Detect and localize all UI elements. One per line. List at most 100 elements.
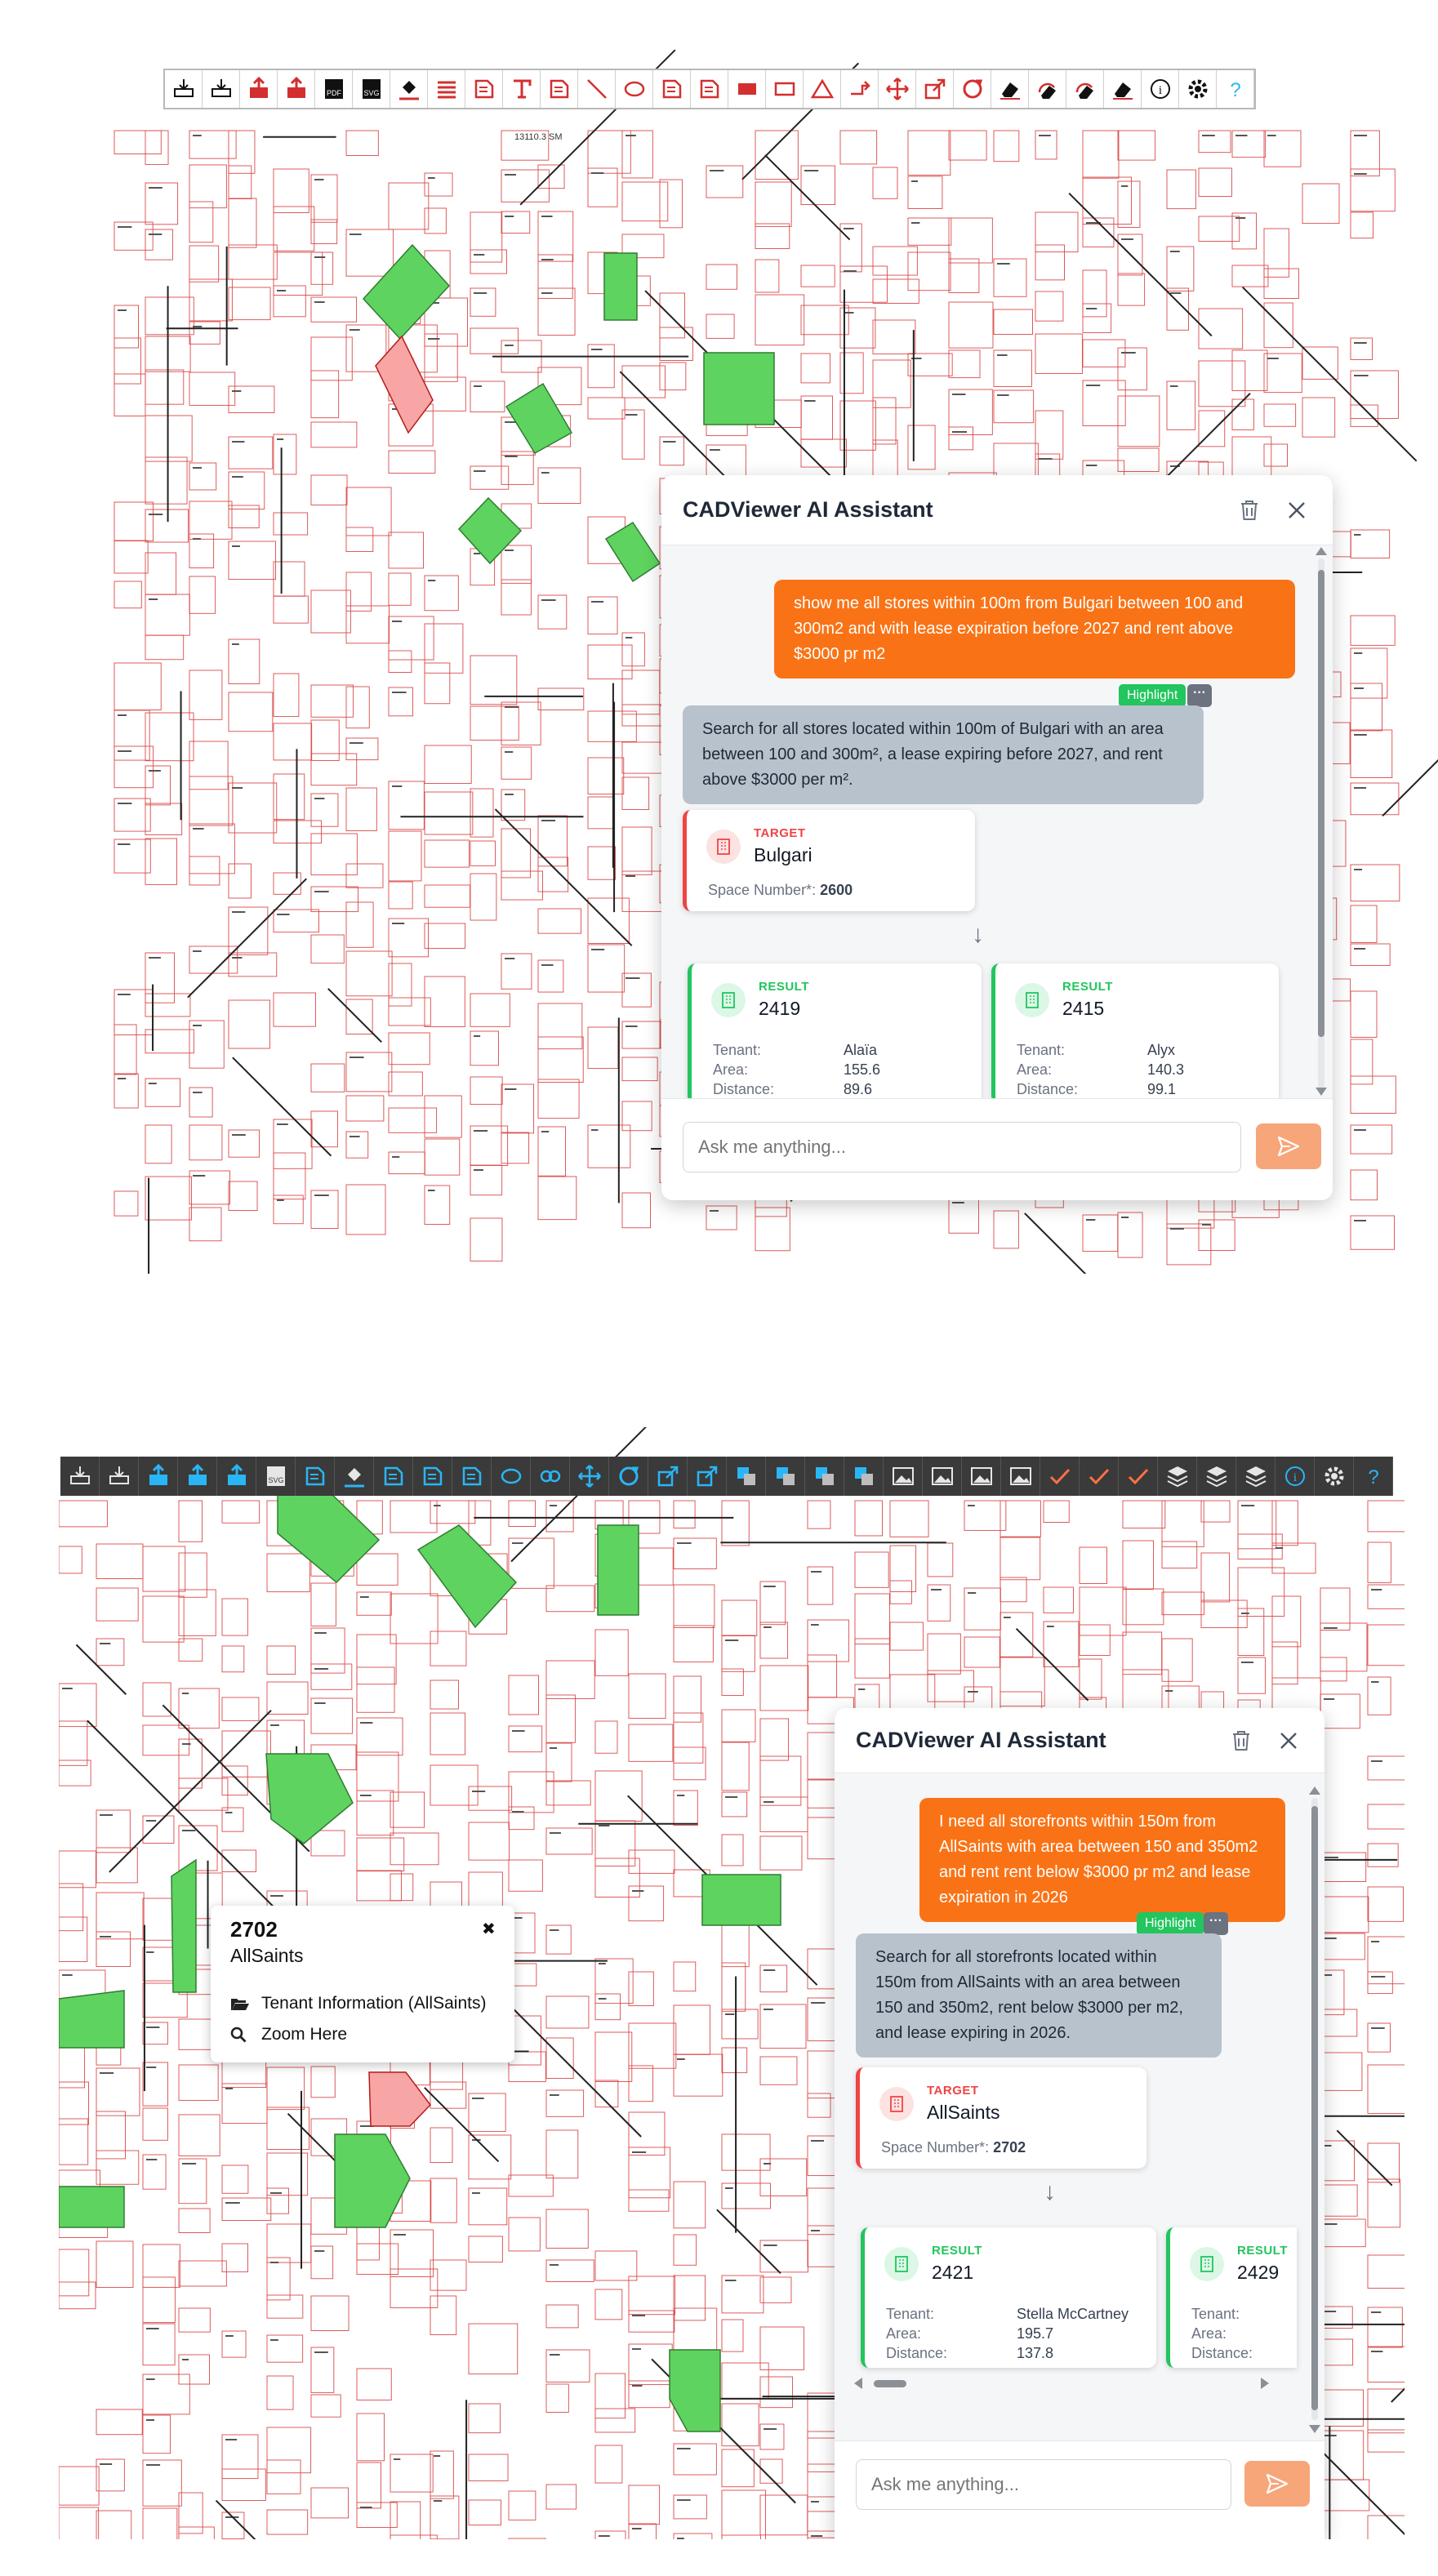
- floor-plan-unit[interactable]: [1367, 1500, 1405, 1533]
- target-space[interactable]: [375, 335, 434, 434]
- floor-plan-unit[interactable]: [673, 1961, 697, 1992]
- info-tool[interactable]: i: [1142, 70, 1179, 108]
- floor-plan-unit[interactable]: [310, 1830, 345, 1857]
- floor-plan-unit[interactable]: [142, 1546, 186, 1592]
- floor-plan-unit[interactable]: [594, 1958, 634, 2004]
- popup-close-button[interactable]: ✖: [482, 1920, 496, 1938]
- floor-plan-unit[interactable]: [1367, 2429, 1405, 2453]
- target-card[interactable]: TARGET AllSaints Space Number*: 2702: [856, 2067, 1146, 2169]
- floor-plan-unit[interactable]: [266, 2152, 309, 2196]
- floor-plan-unit[interactable]: [587, 796, 615, 830]
- floor-plan-unit[interactable]: [178, 1825, 218, 1871]
- floor-plan-unit[interactable]: [468, 1500, 492, 1546]
- floor-plan-unit[interactable]: [1082, 176, 1133, 225]
- floor-plan-unit[interactable]: [721, 1709, 756, 1742]
- floor-plan-unit[interactable]: [800, 265, 835, 287]
- floor-plan-unit[interactable]: [114, 1073, 139, 1109]
- floor-plan-unit[interactable]: [310, 886, 358, 913]
- freehand-tool[interactable]: [691, 70, 728, 108]
- floor-plan-unit[interactable]: [1035, 410, 1064, 460]
- floor-plan-unit[interactable]: [1231, 130, 1267, 158]
- floor-plan-unit[interactable]: [145, 765, 171, 806]
- floor-plan-unit[interactable]: [470, 1217, 503, 1262]
- tenant-info-menu-item[interactable]: Tenant Information (AllSaints): [230, 1994, 486, 2013]
- floor-plan-unit[interactable]: [310, 219, 338, 244]
- floor-plan-unit[interactable]: [468, 2454, 509, 2481]
- layers4-tool[interactable]: [844, 1457, 884, 1496]
- floor-plan-unit[interactable]: [189, 201, 214, 243]
- floor-plan-unit[interactable]: [1035, 291, 1064, 322]
- floor-plan-unit[interactable]: [388, 687, 413, 717]
- floor-plan-unit[interactable]: [1231, 398, 1254, 430]
- floor-plan-unit[interactable]: [501, 169, 550, 202]
- floor-plan-unit[interactable]: [1117, 1212, 1143, 1258]
- floor-plan-unit[interactable]: [1082, 380, 1126, 426]
- floor-plan-unit[interactable]: [390, 1500, 438, 1533]
- floor-plan-unit[interactable]: [145, 594, 190, 636]
- floor-plan-unit[interactable]: [178, 2064, 219, 2101]
- floor-plan-unit[interactable]: [178, 2492, 203, 2534]
- floor-plan-unit[interactable]: [1237, 1657, 1266, 1694]
- floor-plan-unit[interactable]: [221, 2330, 247, 2358]
- floor-plan-unit[interactable]: [468, 2499, 501, 2526]
- floor-plan-unit[interactable]: [470, 211, 503, 263]
- floor-plan-unit[interactable]: [854, 1593, 890, 1644]
- floor-plan-unit[interactable]: [964, 1636, 1000, 1668]
- floor-plan-unit[interactable]: [388, 781, 425, 830]
- floor-plan-unit[interactable]: [345, 229, 394, 277]
- floor-plan-unit[interactable]: [508, 2217, 541, 2252]
- floor-plan-unit[interactable]: [721, 2133, 771, 2171]
- floor-plan-unit[interactable]: [1271, 1542, 1316, 1574]
- floor-plan-unit[interactable]: [228, 244, 278, 280]
- floor-plan-unit[interactable]: [145, 1124, 172, 1164]
- floor-plan-unit[interactable]: [948, 426, 973, 451]
- floor-plan-unit[interactable]: [266, 2334, 304, 2363]
- more-options-button[interactable]: ···: [1204, 1912, 1228, 1935]
- floor-plan-unit[interactable]: [1367, 1676, 1391, 1715]
- floor-plan-unit[interactable]: [470, 287, 496, 317]
- floor-plan-unit[interactable]: [628, 2065, 654, 2102]
- floor-plan-unit[interactable]: [673, 2494, 707, 2520]
- floor-plan-unit[interactable]: [628, 2189, 670, 2212]
- floor-plan-unit[interactable]: [114, 130, 162, 154]
- floor-plan-unit[interactable]: [356, 1717, 403, 1756]
- note-tool[interactable]: [465, 70, 503, 108]
- floor-plan-unit[interactable]: [628, 1885, 665, 1922]
- floor-plan-unit[interactable]: [537, 367, 582, 406]
- floor-plan-unit[interactable]: [594, 2373, 626, 2419]
- floor-plan-unit[interactable]: [1350, 1039, 1373, 1085]
- floor-plan-unit[interactable]: [1198, 410, 1226, 447]
- floor-plan-unit[interactable]: [59, 1883, 84, 1932]
- floor-plan-unit[interactable]: [114, 662, 162, 711]
- floor-plan-unit[interactable]: [594, 1770, 643, 1822]
- floor-plan-unit[interactable]: [221, 1645, 245, 1673]
- floor-plan-unit[interactable]: [228, 198, 257, 248]
- floor-plan-unit[interactable]: [948, 258, 980, 293]
- floor-plan-unit[interactable]: [1350, 864, 1400, 902]
- floor-plan-unit[interactable]: [948, 389, 993, 435]
- floor-plan-unit[interactable]: [142, 2276, 176, 2324]
- floor-plan-unit[interactable]: [659, 179, 683, 229]
- floor-plan-unit[interactable]: [388, 881, 413, 910]
- floor-plan-unit[interactable]: [1350, 370, 1399, 420]
- floor-plan-unit[interactable]: [1198, 216, 1240, 242]
- floor-plan-unit[interactable]: [1320, 2479, 1370, 2511]
- pdf-tool[interactable]: PDF: [315, 70, 353, 108]
- floor-plan-unit[interactable]: [964, 1500, 1007, 1531]
- target-space[interactable]: [368, 2071, 431, 2127]
- floor-plan-unit[interactable]: [430, 1712, 465, 1755]
- layers1-tool[interactable]: [727, 1457, 766, 1496]
- floor-plan-unit[interactable]: [310, 934, 345, 964]
- svg-tool[interactable]: SVG: [353, 70, 390, 108]
- floor-plan-unit[interactable]: [673, 1500, 696, 1528]
- floor-plan-unit[interactable]: [621, 130, 653, 179]
- floor-plan-unit[interactable]: [889, 1545, 917, 1592]
- floor-plan-unit[interactable]: [310, 474, 348, 505]
- floor-plan-unit[interactable]: [424, 923, 466, 949]
- floor-plan-unit[interactable]: [388, 1032, 430, 1066]
- floor-plan-unit[interactable]: [178, 1589, 216, 1636]
- floor-plan-unit[interactable]: [114, 989, 154, 1035]
- rotate-tool[interactable]: [954, 70, 991, 108]
- ellipse-tool[interactable]: [616, 70, 653, 108]
- floor-plan-unit[interactable]: [807, 2530, 848, 2539]
